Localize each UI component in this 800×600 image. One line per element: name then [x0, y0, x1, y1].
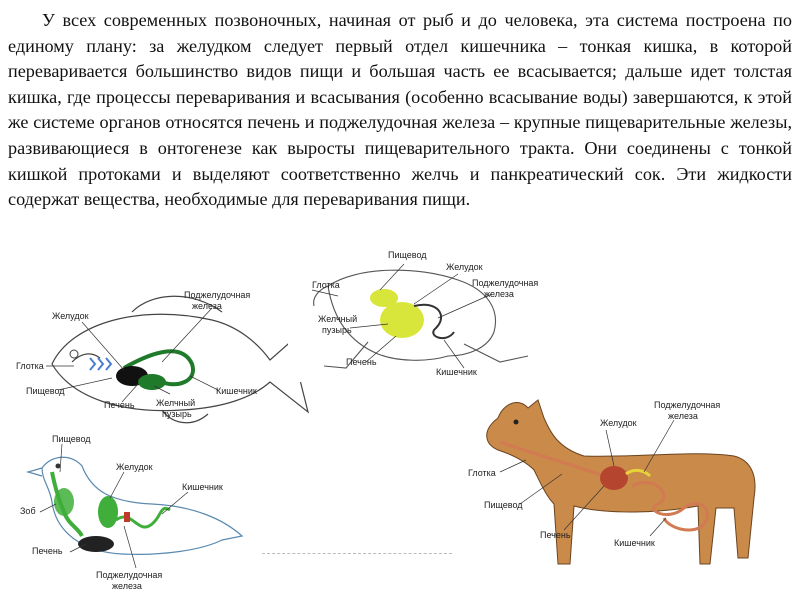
dog-diagram: Поджелудочная железа Желудок Глотка Пище… — [454, 378, 794, 596]
fish-gills — [89, 357, 113, 371]
dog-label-pharynx: Глотка — [468, 468, 496, 478]
dog-label-stomach: Желудок — [600, 418, 637, 428]
fish-label-gallbladder-1: Желчный — [156, 398, 195, 408]
fish-label-gallbladder-2: пузырь — [162, 409, 192, 419]
fish-intestine — [123, 349, 195, 387]
bird-label-pancreas-1: Поджелудочная — [96, 570, 162, 580]
bird-stomach — [98, 496, 118, 528]
dog-stomach — [600, 466, 628, 490]
fish-label-stomach: Желудок — [52, 311, 89, 321]
frog-label-pancreas-1: Поджелудочная — [472, 278, 538, 288]
fish-label-pancreas-2: железа — [192, 301, 222, 311]
frog-label-intestine: Кишечник — [436, 367, 477, 377]
frog-label-esophagus: Пищевод — [388, 250, 427, 260]
bird-label-liver: Печень — [32, 546, 63, 556]
frog-intestine — [413, 303, 455, 340]
bird-diagram: Пищевод Желудок Кишечник Зоб Печень Подж… — [12, 432, 262, 596]
bird-label-pancreas-2: железа — [112, 581, 142, 591]
dog-label-esophagus: Пищевод — [484, 500, 523, 510]
frog-diagram: Пищевод Желудок Глотка Поджелудочная жел… — [288, 244, 556, 382]
fish-label-intestine: Кишечник — [216, 386, 257, 396]
dog-pancreas — [625, 468, 652, 478]
body-paragraph: У всех современных позвоночных, начиная … — [8, 10, 792, 210]
frog-label-stomach: Желудок — [446, 262, 483, 272]
bird-crop — [54, 488, 74, 516]
frog-label-pancreas-2: железа — [484, 289, 514, 299]
frog-label-liver: Печень — [346, 357, 377, 367]
frog-stomach — [370, 289, 398, 307]
dog-label-intestine: Кишечник — [614, 538, 655, 548]
bird-body-outline — [25, 456, 244, 555]
dog-esophagus-tube — [499, 440, 605, 478]
frog-body-outline — [313, 269, 529, 369]
bird-pancreas — [124, 512, 130, 522]
dog-intestine — [631, 481, 709, 532]
fish-label-pancreas-1: Поджелудочная — [184, 290, 250, 300]
bird-label-intestine: Кишечник — [182, 482, 223, 492]
frog-label-pharynx: Глотка — [312, 280, 340, 290]
frog-liver — [380, 302, 424, 338]
frog-label-gallbladder-1: Желчный — [318, 314, 357, 324]
bird-liver — [78, 536, 114, 552]
fish-label-pharynx: Глотка — [16, 361, 44, 371]
bird-label-stomach: Желудок — [116, 462, 153, 472]
dog-label-pancreas-2: железа — [668, 411, 698, 421]
dashed-divider — [262, 553, 452, 554]
fish-eye — [69, 349, 79, 359]
frog-label-gallbladder-2: пузырь — [322, 325, 352, 335]
dog-label-liver: Печень — [540, 530, 571, 540]
bird-label-esophagus: Пищевод — [52, 434, 91, 444]
dog-eye — [513, 419, 519, 425]
fish-liver — [138, 374, 166, 390]
bird-label-crop: Зоб — [20, 506, 36, 516]
dog-label-pancreas-1: Поджелудочная — [654, 400, 720, 410]
fish-diagram: Поджелудочная железа Желудок Глотка Пище… — [12, 282, 312, 430]
bird-eye — [55, 463, 61, 469]
fish-label-liver: Печень — [104, 400, 135, 410]
fish-label-esophagus: Пищевод — [26, 386, 65, 396]
